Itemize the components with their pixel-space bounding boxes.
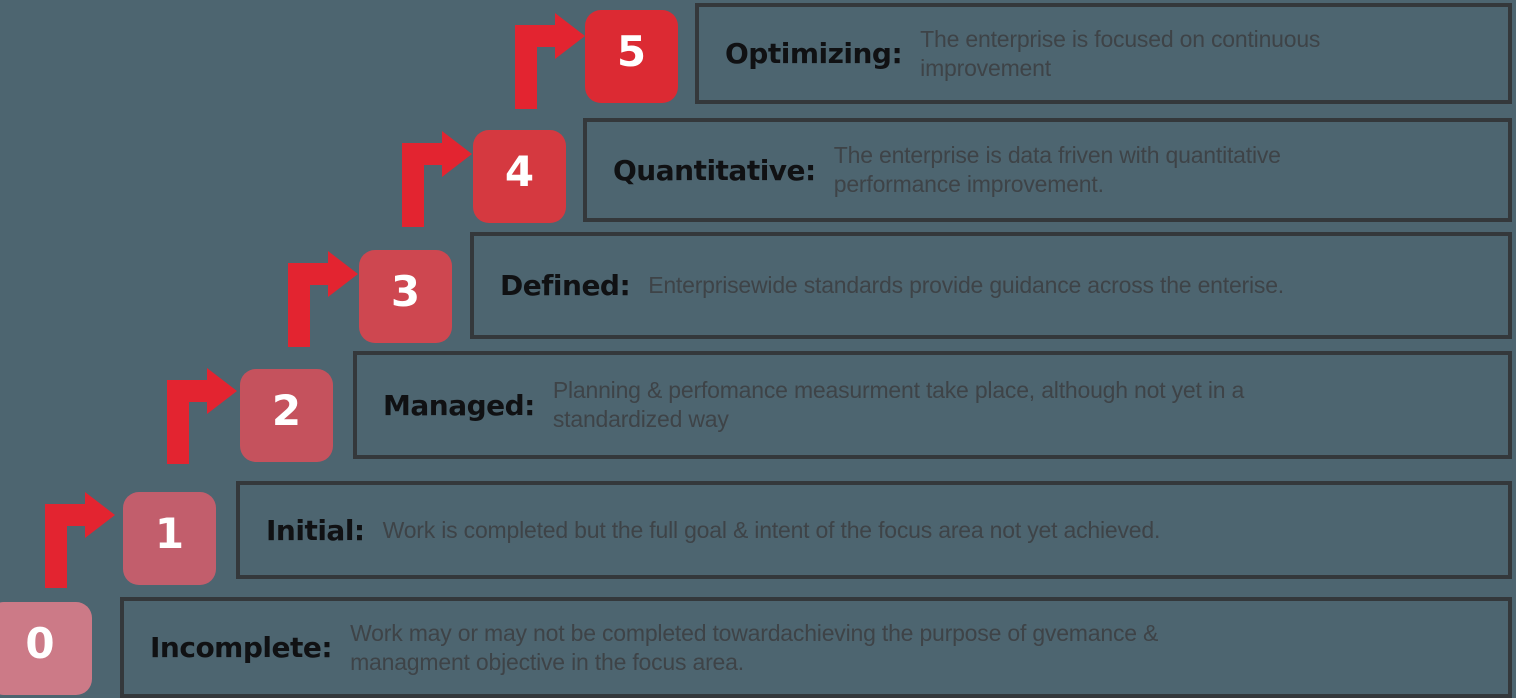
level-description-text-4: The enterprise is data friven with quant… <box>833 142 1281 197</box>
level-description-text-3: Enterprisewide standards provide guidanc… <box>648 272 1284 298</box>
level-description-text-5: The enterprise is focused on continuous … <box>920 25 1321 81</box>
level-box-0: 0 <box>0 602 92 695</box>
level-label-1: Initial: <box>266 513 365 547</box>
level-description-box-3: Defined: Enterprisewide standards provid… <box>470 232 1512 339</box>
level-description-box-0: Incomplete: Work may or may not be compl… <box>120 597 1512 698</box>
level-box-5: 5 <box>585 10 678 103</box>
step-up-arrow-icon <box>45 492 115 588</box>
level-label-4: Quantitative: <box>613 153 816 187</box>
step-up-arrow-icon <box>402 131 472 227</box>
step-up-arrow-icon <box>515 13 585 109</box>
level-description-text-0: Work may or may not be completed towarda… <box>350 619 1159 675</box>
level-label-0: Incomplete: <box>150 631 333 664</box>
level-description-box-1: Initial: Work is completed but the full … <box>236 481 1512 579</box>
level-label-3: Defined: <box>500 269 631 302</box>
level-box-1: 1 <box>123 492 216 585</box>
level-description-text-1: Work is completed but the full goal & in… <box>382 516 1161 543</box>
level-description-box-5: Optimizing: The enterprise is focused on… <box>695 3 1512 104</box>
level-box-3: 3 <box>359 250 452 343</box>
level-label-2: Managed: <box>383 388 535 422</box>
step-up-arrow-icon <box>167 368 237 464</box>
level-label-5: Optimizing: <box>725 37 903 70</box>
level-description-box-4: Quantitative: The enterprise is data fri… <box>583 118 1512 222</box>
level-description-text-2: Planning & perfomance measurment take pl… <box>552 377 1245 432</box>
level-box-2: 2 <box>240 369 333 462</box>
step-up-arrow-icon <box>288 251 358 347</box>
level-description-box-2: Managed: Planning & perfomance measurmen… <box>353 351 1512 459</box>
level-box-4: 4 <box>473 130 566 223</box>
